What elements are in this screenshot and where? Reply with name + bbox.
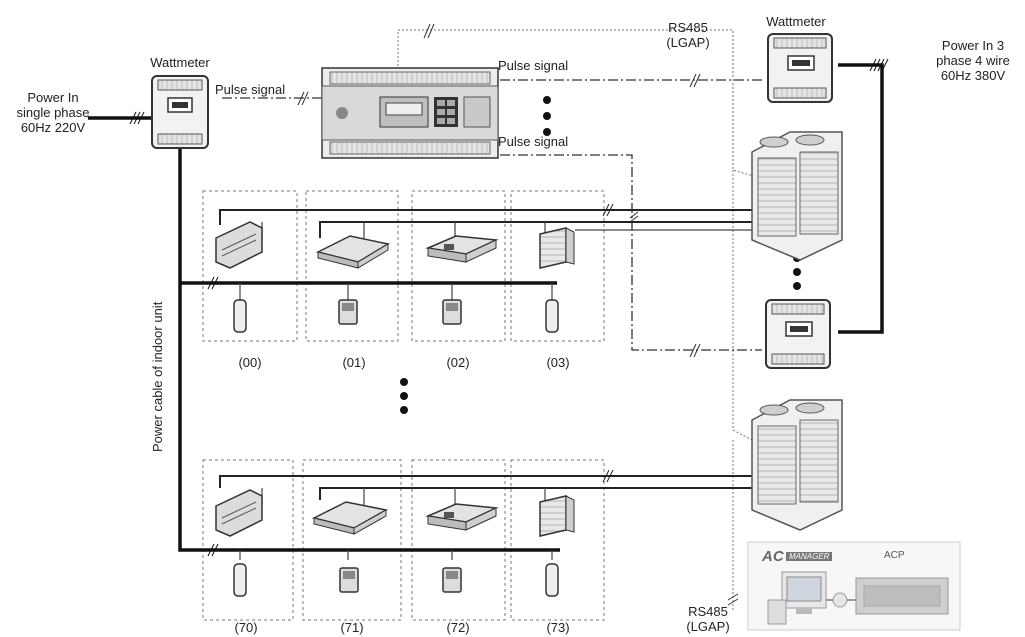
indoor-unit-70-icon bbox=[215, 489, 263, 537]
wattmeter-right-label: Wattmeter bbox=[766, 14, 826, 29]
ac-manager-sub-logo: MANAGER bbox=[786, 552, 833, 561]
central-controller-icon bbox=[321, 67, 499, 159]
unit-address-03: (03) bbox=[546, 355, 570, 370]
remote-01-icon bbox=[338, 299, 358, 325]
acp-label: ACP bbox=[884, 550, 905, 561]
remote-03-icon bbox=[545, 299, 559, 333]
ac-manager-logo: AC bbox=[762, 548, 784, 565]
unit-address-72: (72) bbox=[446, 620, 470, 635]
indoor-unit-01-icon bbox=[315, 235, 391, 269]
unit-address-73: (73) bbox=[546, 620, 570, 635]
indoor-unit-03-icon bbox=[539, 227, 575, 269]
wattmeter-right-top-icon bbox=[767, 33, 833, 103]
wattmeter-left-icon bbox=[151, 75, 209, 149]
remote-71-icon bbox=[339, 567, 359, 593]
unit-address-02: (02) bbox=[446, 355, 470, 370]
remote-02-icon bbox=[442, 299, 462, 325]
power-lines bbox=[88, 63, 884, 552]
outdoor-unit-top-icon bbox=[751, 131, 843, 261]
unit-address-71: (71) bbox=[340, 620, 364, 635]
unit-address-00: (00) bbox=[238, 355, 262, 370]
pulse-signal-label-1: Pulse signal bbox=[215, 82, 286, 97]
remote-00-icon bbox=[233, 299, 247, 333]
remote-73-icon bbox=[545, 563, 559, 597]
indoor-unit-72-icon bbox=[425, 503, 499, 531]
pulse-signal-label-2: Pulse signal bbox=[498, 58, 569, 73]
wattmeter-right-mid-icon bbox=[765, 299, 831, 369]
power-in-right-label: Power In 3 phase 4 wire 60Hz 380V bbox=[936, 38, 1010, 83]
rs485-line bbox=[397, 29, 761, 612]
wattmeter-left-label: Wattmeter bbox=[150, 55, 210, 70]
power-cable-label: Power cable of indoor unit bbox=[150, 301, 165, 452]
rs485-bottom-label: RS485 (LGAP) bbox=[686, 604, 730, 634]
power-in-left-label: Power In single phase 60Hz 220V bbox=[16, 90, 90, 135]
comm-lines-thin bbox=[239, 222, 760, 560]
unit-address-01: (01) bbox=[342, 355, 366, 370]
outdoor-unit-bottom-icon bbox=[751, 399, 843, 531]
rs485-top-label: RS485 (LGAP) bbox=[666, 20, 710, 50]
ac-manager-panel-icon bbox=[747, 541, 961, 631]
remote-72-icon bbox=[442, 567, 462, 593]
indoor-unit-02-icon bbox=[425, 235, 499, 263]
comm-lines bbox=[219, 209, 760, 500]
indoor-unit-71-icon bbox=[311, 501, 389, 535]
remote-70-icon bbox=[233, 563, 247, 597]
unit-address-70: (70) bbox=[234, 620, 258, 635]
indoor-unit-73-icon bbox=[539, 495, 575, 537]
indoor-unit-00-icon bbox=[215, 221, 263, 269]
indoor-group-boxes bbox=[202, 190, 605, 621]
pulse-signal-label-3: Pulse signal bbox=[498, 134, 569, 149]
